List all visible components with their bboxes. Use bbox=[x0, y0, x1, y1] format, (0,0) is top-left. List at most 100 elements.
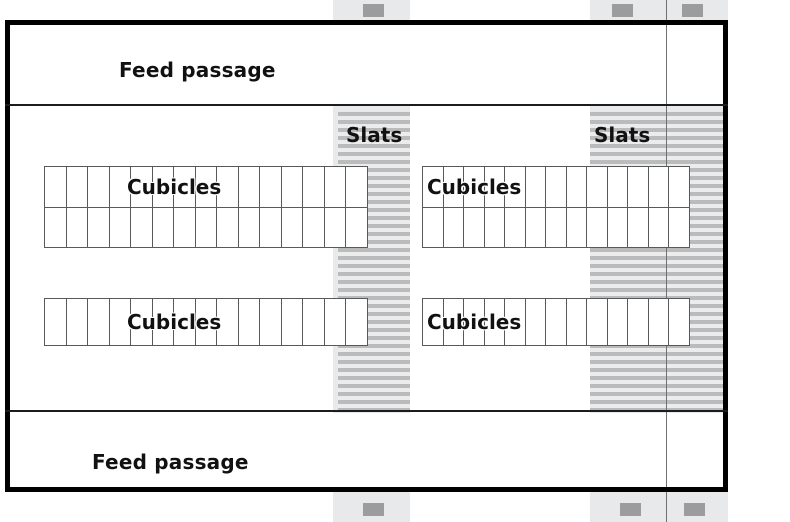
cubicle-cell bbox=[216, 207, 238, 247]
cubicle-cell bbox=[151, 299, 174, 345]
cubicle-cell bbox=[586, 299, 607, 345]
marker-bottom-center bbox=[363, 503, 384, 516]
cubicle-cell bbox=[524, 207, 546, 247]
cubicle-cell bbox=[668, 299, 689, 345]
cubicle-cell bbox=[130, 167, 152, 207]
cubicle-cell bbox=[345, 299, 367, 345]
cubicle-cell bbox=[668, 167, 689, 207]
cubicle-cell bbox=[524, 299, 546, 345]
cubicle-cell bbox=[545, 167, 566, 207]
slats-right-label: Slats bbox=[594, 123, 651, 147]
cubicle-cell bbox=[627, 207, 648, 247]
cubicle-cell bbox=[302, 207, 324, 247]
cubicle-cell bbox=[259, 299, 281, 345]
cubicle-cell bbox=[87, 167, 109, 207]
cubicle-cell bbox=[194, 299, 217, 345]
cubicle-cell bbox=[442, 167, 464, 207]
cubicle-cell bbox=[504, 167, 525, 207]
cubicle-cell bbox=[65, 207, 88, 247]
cubicle-cell bbox=[237, 207, 260, 247]
cubicles-top-left-label: Cubicles bbox=[127, 175, 222, 199]
cubicles-bottom-left-label: Cubicles bbox=[127, 310, 222, 334]
cubicle-cell bbox=[647, 207, 669, 247]
cubicle-row bbox=[423, 299, 689, 345]
cubicle-cell bbox=[108, 207, 131, 247]
cubicle-cell bbox=[463, 299, 484, 345]
cubicle-row bbox=[45, 167, 367, 207]
cubicle-cell bbox=[302, 299, 324, 345]
cubicle-cell bbox=[323, 167, 346, 207]
marker-top-center bbox=[363, 4, 384, 17]
partition-top bbox=[5, 104, 728, 106]
cubicle-block-bottom-right[interactable] bbox=[422, 298, 690, 346]
cubicle-cell bbox=[483, 207, 505, 247]
cubicle-cell bbox=[345, 167, 367, 207]
cubicle-cell bbox=[108, 167, 131, 207]
cubicle-cell bbox=[586, 167, 607, 207]
cubicle-cell bbox=[345, 207, 367, 247]
marker-top-right-outer bbox=[682, 4, 703, 17]
cubicle-cell bbox=[463, 167, 484, 207]
pen-floor-left-upper bbox=[8, 107, 333, 410]
cubicle-block-bottom-left[interactable] bbox=[44, 298, 368, 346]
marker-bottom-right-outer bbox=[684, 503, 705, 516]
cubicle-cell bbox=[65, 299, 88, 345]
cubicle-cell bbox=[463, 207, 484, 247]
cubicle-cell bbox=[151, 167, 174, 207]
cubicle-cell bbox=[504, 299, 525, 345]
cubicle-cell bbox=[216, 299, 238, 345]
cubicle-cell bbox=[565, 207, 587, 247]
feed-passage-top-label: Feed passage bbox=[119, 58, 276, 82]
cubicle-cell bbox=[108, 299, 131, 345]
cubicle-cell bbox=[627, 299, 648, 345]
feed-passage-bottom-label: Feed passage bbox=[92, 450, 249, 474]
cubicle-cell bbox=[194, 207, 217, 247]
cubicle-cell bbox=[302, 167, 324, 207]
cubicle-cell bbox=[565, 167, 587, 207]
building-outline bbox=[5, 20, 728, 492]
cubicle-cell bbox=[545, 299, 566, 345]
cubicle-cell bbox=[586, 207, 607, 247]
cubicle-cell bbox=[545, 207, 566, 247]
cubicle-cell bbox=[173, 207, 195, 247]
slats-left-label: Slats bbox=[346, 123, 403, 147]
cubicle-cell bbox=[442, 299, 464, 345]
cubicle-row bbox=[45, 206, 367, 247]
partition-bottom bbox=[5, 410, 728, 412]
pen-floor-center bbox=[410, 107, 590, 410]
cubicle-row bbox=[45, 299, 367, 345]
cubicle-cell bbox=[173, 167, 195, 207]
cubicle-cell bbox=[216, 167, 238, 207]
feed-passage-top-area bbox=[8, 23, 725, 105]
cubicle-cell bbox=[65, 167, 88, 207]
cubicle-row bbox=[423, 206, 689, 247]
cubicle-cell bbox=[606, 167, 628, 207]
band-divider-right bbox=[666, 0, 667, 522]
cubicle-cell bbox=[259, 207, 281, 247]
cubicle-cell bbox=[504, 207, 525, 247]
cubicle-cell bbox=[237, 299, 260, 345]
marker-top-right-inner bbox=[612, 4, 633, 17]
cubicle-cell bbox=[442, 207, 464, 247]
cubicle-row bbox=[423, 167, 689, 207]
cubicle-cell bbox=[606, 207, 628, 247]
cubicle-cell bbox=[280, 299, 303, 345]
cubicle-cell bbox=[323, 207, 346, 247]
cubicle-block-top-right[interactable] bbox=[422, 166, 690, 248]
marker-bottom-right-inner bbox=[620, 503, 641, 516]
cubicle-cell bbox=[130, 207, 152, 247]
cubicle-cell bbox=[647, 299, 669, 345]
cubicles-top-right-label: Cubicles bbox=[427, 175, 522, 199]
cubicle-cell bbox=[627, 167, 648, 207]
cubicle-block-top-left[interactable] bbox=[44, 166, 368, 248]
cubicle-cell bbox=[647, 167, 669, 207]
cubicle-cell bbox=[87, 299, 109, 345]
slats-area-right bbox=[590, 112, 728, 410]
cubicle-cell bbox=[280, 207, 303, 247]
cubicle-cell bbox=[668, 207, 689, 247]
cubicle-cell bbox=[606, 299, 628, 345]
cubicle-cell bbox=[483, 167, 505, 207]
cubicle-cell bbox=[151, 207, 174, 247]
cubicle-cell bbox=[87, 207, 109, 247]
